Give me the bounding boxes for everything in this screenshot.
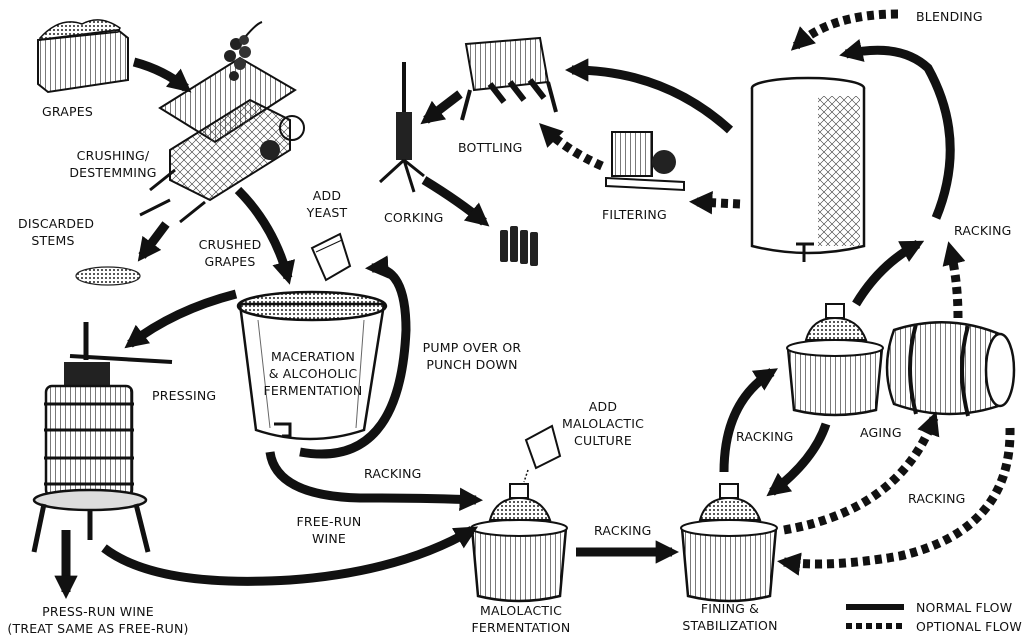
label-maceration: MACERATION & ALCOHOLIC FERMENTATION xyxy=(263,349,363,398)
label-malolactic-fermentation: MALOLACTIC FERMENTATION xyxy=(471,603,571,635)
label-add-malolactic-culture: ADD MALOLACTIC CULTURE xyxy=(561,399,645,448)
filter-machine-illustration xyxy=(605,131,685,192)
label-racking-1: RACKING xyxy=(364,466,422,481)
label-discarded-stems: DISCARDED STEMS xyxy=(18,216,95,248)
legend-normal-label: NORMAL FLOW xyxy=(916,600,1013,615)
label-racking-5: RACKING xyxy=(954,223,1012,238)
arrow-fining-to-carboy xyxy=(719,368,778,473)
grape-bunch-icon xyxy=(224,21,263,81)
discarded-stems-illustration xyxy=(75,266,141,286)
arrow-barrel-to-fining-optional xyxy=(777,427,1015,576)
storage-tank-illustration xyxy=(750,76,866,262)
carboy-racking-illustration xyxy=(786,303,884,417)
arrow-filtering-to-bottling-optional xyxy=(539,123,604,171)
arrow-barrel-to-tank-optional xyxy=(942,241,966,319)
oak-barrel-illustration xyxy=(885,321,1016,417)
label-add-yeast: ADD YEAST xyxy=(306,188,348,220)
wine-bottles-illustration xyxy=(500,226,538,266)
label-pump-over: PUMP OVER OR PUNCH DOWN xyxy=(422,340,522,372)
label-corking: CORKING xyxy=(384,210,444,225)
basket-press-illustration xyxy=(31,322,173,553)
legend xyxy=(846,604,904,629)
arrow-grapes-to-crusher xyxy=(132,57,192,93)
grape-crate-illustration xyxy=(37,19,129,94)
arrow-crusher-to-vat xyxy=(234,186,296,285)
arrow-vat-to-malolactic xyxy=(265,451,484,511)
legend-optional-label: OPTIONAL FLOW xyxy=(916,619,1022,634)
label-bottling: BOTTLING xyxy=(458,140,523,155)
bottling-machine-illustration xyxy=(460,36,558,121)
arrow-crusher-to-stems xyxy=(137,221,170,262)
label-racking-3: RACKING xyxy=(736,429,794,444)
label-racking-4: RACKING xyxy=(908,491,966,506)
yeast-measuring-cup-icon xyxy=(310,232,352,282)
label-fining-stabilization: FINING & STABILIZATION xyxy=(682,601,778,633)
label-blending: BLENDING xyxy=(916,9,983,24)
arrow-bottling-to-corking xyxy=(420,90,463,125)
arrow-free-run-to-malolactic xyxy=(101,526,479,586)
carboy-malolactic-illustration xyxy=(470,483,568,603)
arrow-corking-to-bottles xyxy=(421,176,490,227)
fermentation-vat-illustration xyxy=(236,290,388,441)
label-filtering: FILTERING xyxy=(602,207,667,222)
carboy-fining-illustration xyxy=(680,483,778,603)
label-crushed-grapes: CRUSHED GRAPES xyxy=(198,237,262,269)
arrow-carboy-to-tank xyxy=(852,240,925,307)
corker-illustration xyxy=(378,62,425,193)
arrow-tank-to-bottling xyxy=(564,58,734,134)
arrow-blending-optional xyxy=(790,9,899,51)
crusher-destemmer-illustration xyxy=(139,21,305,224)
arrow-pump-over-loop xyxy=(299,255,411,459)
label-aging: AGING xyxy=(860,425,902,440)
arrow-racking-to-tank xyxy=(839,39,955,220)
label-crushing-destemming: CRUSHING/ DESTEMMING xyxy=(69,148,157,180)
arrow-vat-to-press xyxy=(124,289,238,349)
arrow-fining-to-barrel-optional xyxy=(783,411,940,535)
label-pressing: PRESSING xyxy=(152,388,217,403)
label-grapes: GRAPES xyxy=(42,104,93,119)
label-press-run-wine: PRESS-RUN WINE (TREAT SAME AS FREE-RUN) xyxy=(7,604,189,636)
arrow-carboy-to-fining xyxy=(766,422,831,497)
malolactic-culture-cup-icon xyxy=(523,424,562,483)
arrow-tank-to-filtering-optional xyxy=(688,191,741,215)
label-free-run-wine: FREE-RUN WINE xyxy=(296,514,362,546)
label-racking-2: RACKING xyxy=(594,523,652,538)
